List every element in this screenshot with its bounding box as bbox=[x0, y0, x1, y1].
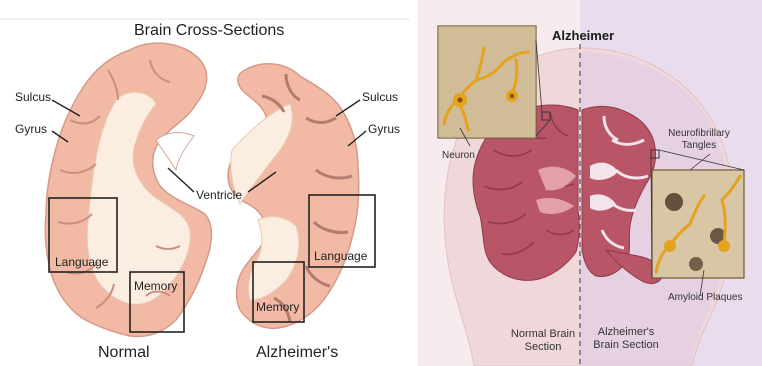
label-gyrus-left: Gyrus bbox=[15, 122, 47, 136]
normal-hemisphere bbox=[45, 43, 211, 336]
right-figure-title: Alzheimer bbox=[552, 28, 614, 43]
label-neurofibrillary-tangles: Neurofibrillary Tangles bbox=[658, 128, 740, 152]
label-amyloid-plaques: Amyloid Plaques bbox=[668, 292, 742, 303]
caption-normal: Normal bbox=[98, 344, 150, 362]
label-ventricle: Ventricle bbox=[196, 188, 242, 202]
alzheimers-hemisphere bbox=[228, 64, 359, 329]
brain-cross-sections-figure: Brain Cross-Sections Sulcus Gyrus Sulcus… bbox=[0, 0, 410, 366]
label-sulcus-right: Sulcus bbox=[362, 90, 398, 104]
label-sulcus-left: Sulcus bbox=[15, 90, 51, 104]
left-figure-title: Brain Cross-Sections bbox=[134, 22, 284, 40]
neuron-inset bbox=[438, 26, 536, 138]
label-alzheimers-brain-section: Alzheimer's Brain Section bbox=[590, 326, 662, 352]
label-gyrus-right: Gyrus bbox=[368, 122, 400, 136]
label-memory-right: Memory bbox=[256, 300, 299, 314]
caption-alzheimers: Alzheimer's bbox=[256, 344, 338, 362]
alzheimer-brain-figure: Alzheimer Neuron Neurofibrillary Tangles… bbox=[418, 0, 762, 366]
alzheimer-brain-drawing bbox=[418, 0, 762, 366]
label-language-left: Language bbox=[55, 255, 108, 269]
label-language-right: Language bbox=[314, 249, 367, 263]
label-memory-left: Memory bbox=[134, 279, 177, 293]
tangles-plaques-inset bbox=[652, 170, 744, 278]
label-neuron: Neuron bbox=[442, 150, 475, 161]
label-normal-brain-section: Normal Brain Section bbox=[508, 328, 578, 354]
brain-cross-sections-drawing bbox=[0, 0, 410, 366]
